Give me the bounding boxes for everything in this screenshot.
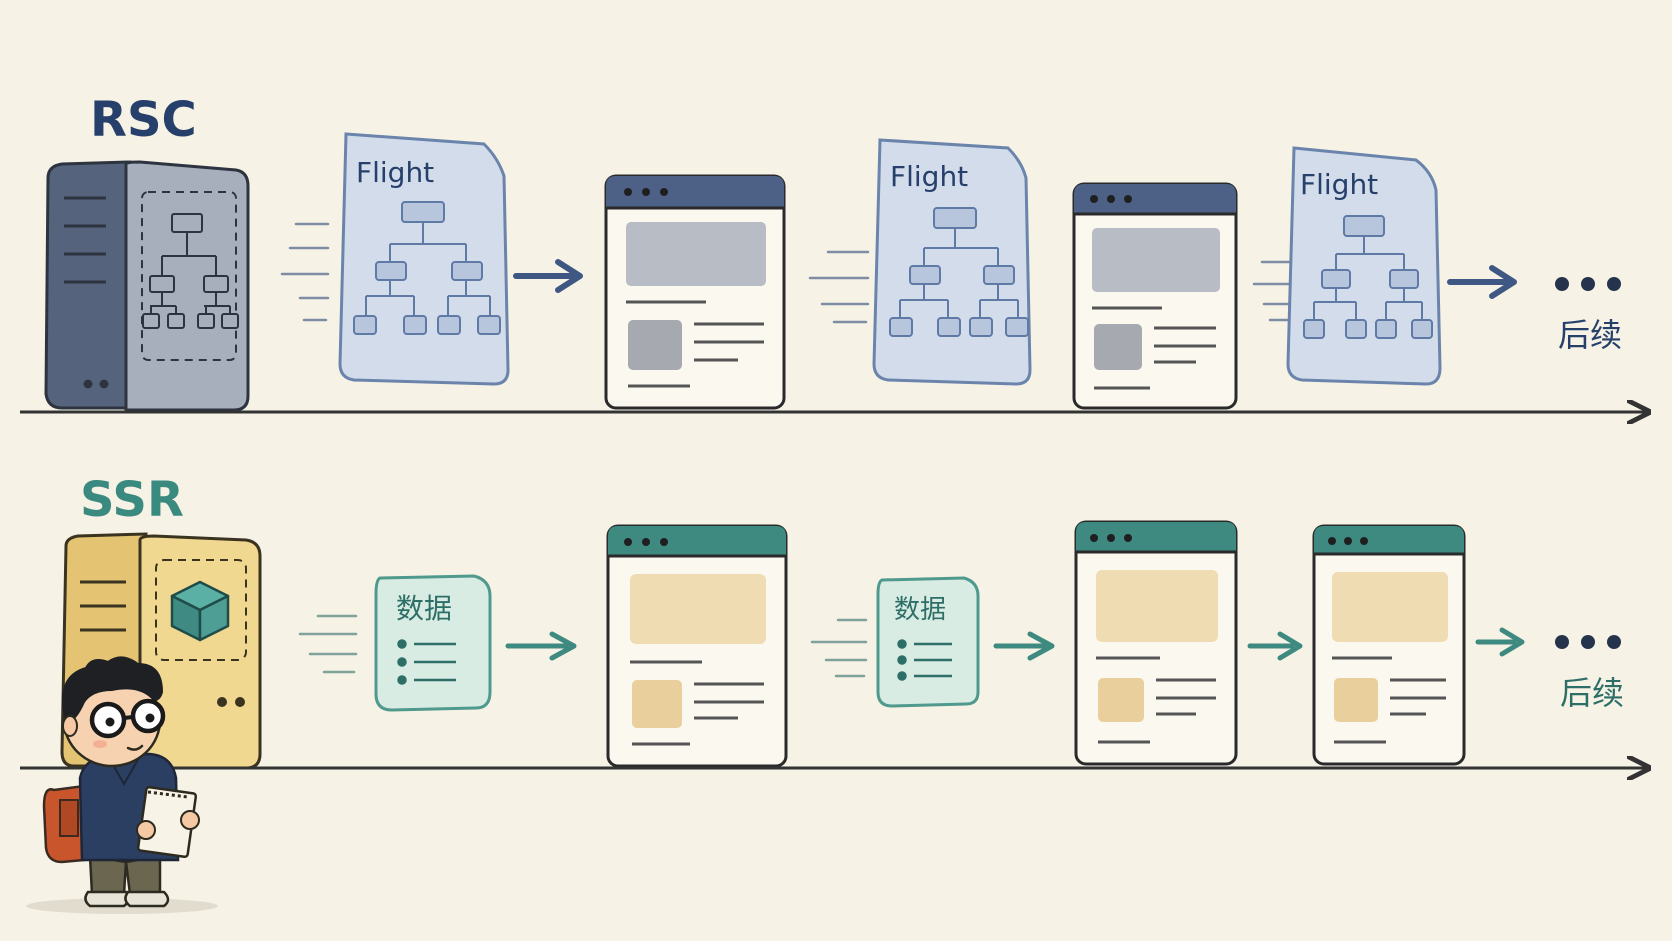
- arrow-right-icon: [1475, 627, 1525, 657]
- browser-window-icon: [604, 174, 786, 410]
- motion-lines: [808, 250, 870, 324]
- rsc-title: RSC: [90, 92, 197, 148]
- ssr-title: SSR: [80, 472, 184, 528]
- flight-packet-1: Flight: [338, 132, 510, 386]
- data-packet-2: 数据: [876, 576, 980, 708]
- component-tree-icon: [889, 207, 1029, 337]
- notepad-icon: [136, 785, 198, 859]
- component-tree-icon: [1303, 215, 1433, 339]
- flight-label: Flight: [356, 156, 434, 189]
- arrow-right-icon: [505, 631, 577, 661]
- continue-label: 后续: [1558, 316, 1622, 354]
- ellipsis-icon: [1555, 635, 1621, 649]
- browser-window-icon: [1074, 520, 1238, 766]
- flight-label: Flight: [890, 160, 968, 193]
- flight-packet-2: Flight: [872, 138, 1032, 386]
- ssr-row: SSR 数据: [20, 472, 1646, 768]
- bulleted-list-icon: [397, 639, 456, 685]
- continue-label: 后续: [1560, 674, 1624, 712]
- flight-label: Flight: [1300, 168, 1378, 201]
- component-tree-icon: [353, 201, 501, 335]
- component-tree-icon: [142, 213, 239, 329]
- arrow-right-icon: [1447, 265, 1517, 299]
- rsc-row: RSC: [20, 92, 1646, 412]
- motion-lines: [298, 614, 358, 674]
- motion-lines: [1252, 260, 1292, 322]
- data-label: 数据: [894, 595, 946, 625]
- browser-window-icon: [606, 524, 788, 768]
- motion-lines: [280, 222, 330, 322]
- browser-window-icon: [1072, 182, 1238, 410]
- rsc-server-icon: [44, 160, 250, 412]
- arrow-right-icon: [513, 259, 583, 293]
- data-packet-1: 数据: [374, 574, 492, 712]
- browser-window-icon: [1312, 524, 1466, 766]
- ellipsis-icon: [1555, 277, 1621, 291]
- developer-character-icon: [26, 656, 218, 914]
- flight-packet-3: Flight: [1286, 146, 1442, 386]
- cube-icon: [170, 580, 230, 642]
- arrow-right-icon: [993, 631, 1055, 661]
- arrow-right-icon: [1247, 631, 1303, 661]
- bulleted-list-icon: [897, 639, 952, 681]
- motion-lines: [810, 618, 868, 678]
- data-label: 数据: [396, 592, 452, 625]
- ssr-server-icon: [60, 532, 262, 770]
